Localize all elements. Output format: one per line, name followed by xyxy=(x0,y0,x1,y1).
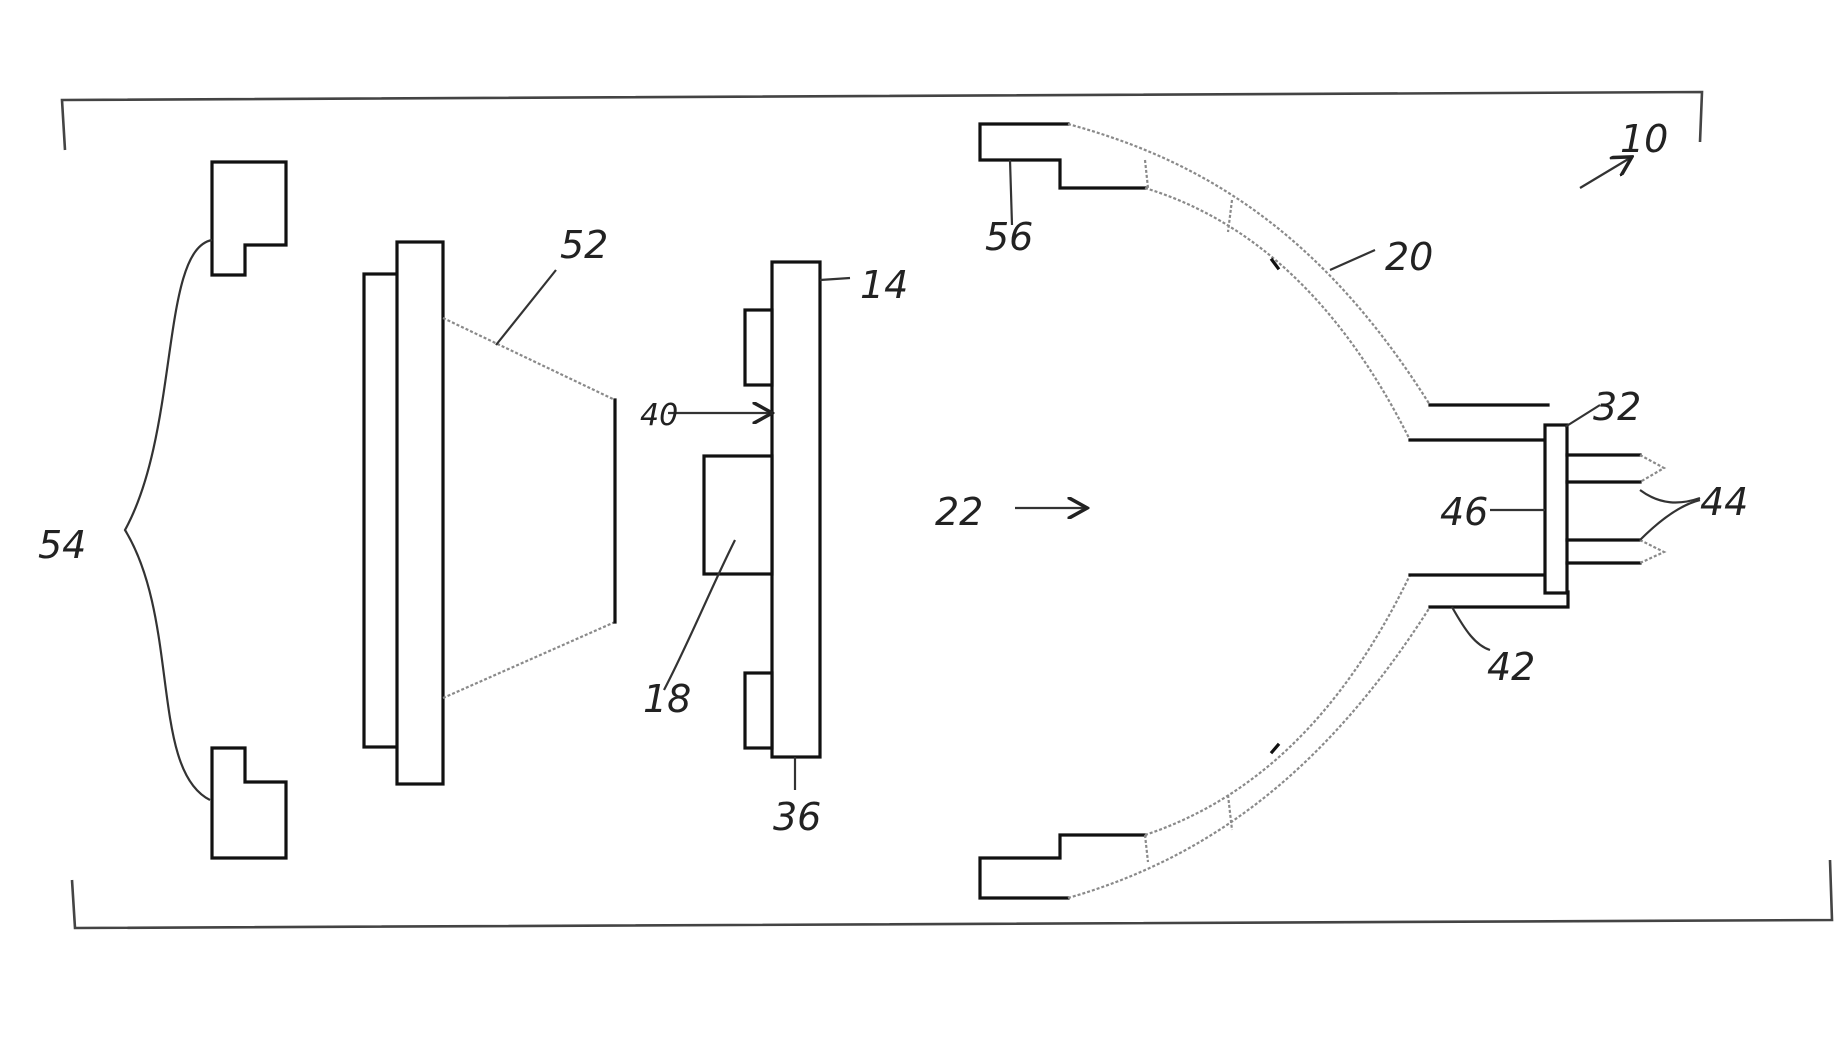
reflector-20 xyxy=(980,124,1430,898)
label-10: 10 xyxy=(1620,117,1668,161)
label-32: 32 xyxy=(1593,385,1641,429)
label-20: 20 xyxy=(1385,235,1433,279)
label-22: 22 xyxy=(935,490,983,534)
reference-labels: 10 14 18 20 22 32 36 40 42 44 46 52 54 5… xyxy=(38,117,1748,839)
bracket-bottom-54 xyxy=(212,748,286,858)
label-42: 42 xyxy=(1487,645,1535,689)
bracket-top-54 xyxy=(212,162,286,275)
lens-52 xyxy=(443,318,615,698)
leader-lines xyxy=(125,158,1700,800)
label-54: 54 xyxy=(38,523,86,567)
label-18: 18 xyxy=(643,677,691,721)
label-40: 40 xyxy=(640,398,678,433)
label-46: 46 xyxy=(1440,490,1488,534)
label-14: 14 xyxy=(860,263,908,307)
label-56: 56 xyxy=(985,215,1033,259)
pins-44 xyxy=(1567,455,1664,563)
label-36: 36 xyxy=(773,795,821,839)
base-46 xyxy=(1545,425,1567,593)
plate-stack xyxy=(364,242,443,784)
circuit-board-14 xyxy=(704,262,820,757)
label-52: 52 xyxy=(560,223,608,267)
label-44: 44 xyxy=(1700,480,1748,524)
